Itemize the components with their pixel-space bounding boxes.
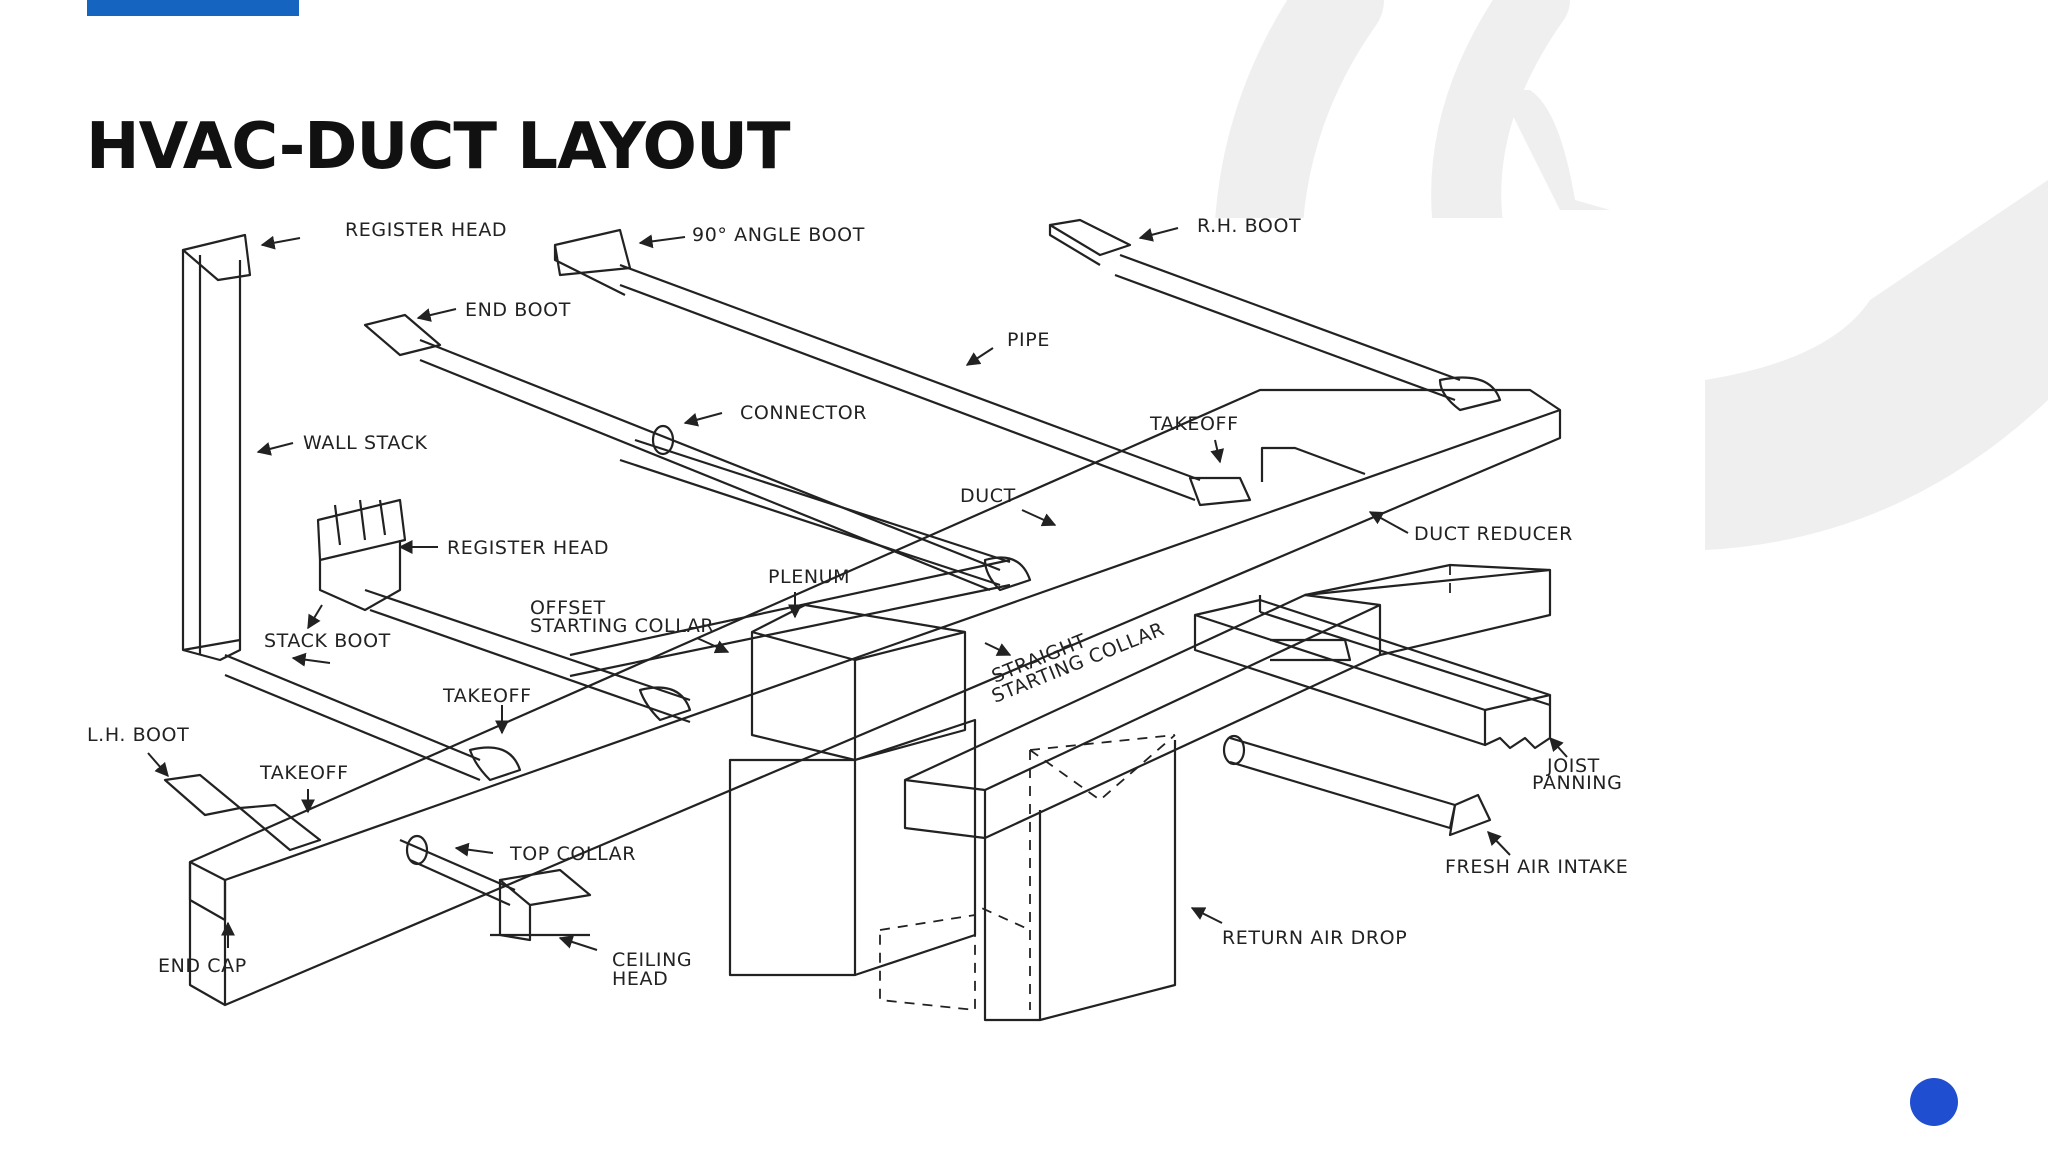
return-air-drop bbox=[903, 563, 1552, 1022]
plenum bbox=[728, 603, 977, 977]
takeoff-collars bbox=[405, 376, 1502, 866]
label-wall-stack: WALL STACK bbox=[303, 432, 428, 454]
label-ceiling-line2: HEAD bbox=[612, 968, 668, 990]
main-trunk-duct bbox=[188, 388, 1562, 1007]
label-takeoff-top: TAKEOFF bbox=[1149, 413, 1239, 435]
label-90-angle-boot: 90° ANGLE BOOT bbox=[692, 224, 865, 246]
slide-title: HVAC-DUCT LAYOUT bbox=[86, 110, 791, 184]
label-fresh-air-intake: FRESH AIR INTAKE bbox=[1445, 856, 1628, 878]
label-return-air-drop: RETURN AIR DROP bbox=[1222, 927, 1407, 949]
register-head-mid bbox=[316, 498, 407, 612]
label-end-boot: END BOOT bbox=[465, 299, 571, 321]
label-plenum: PLENUM bbox=[768, 566, 850, 588]
label-stack-boot: STACK BOOT bbox=[264, 630, 391, 652]
label-takeoff-mid: TAKEOFF bbox=[442, 685, 532, 707]
end-cap bbox=[188, 862, 227, 922]
pipes bbox=[224, 253, 1461, 907]
label-duct: DUCT bbox=[960, 485, 1016, 507]
fresh-air-intake bbox=[1222, 734, 1492, 837]
label-takeoff-low: TAKEOFF bbox=[259, 762, 349, 784]
label-register-head-mid: REGISTER HEAD bbox=[447, 537, 609, 559]
label-top-collar: TOP COLLAR bbox=[509, 843, 636, 865]
label-ceiling-line1: CEILING bbox=[612, 949, 692, 971]
accent-bar bbox=[87, 0, 299, 16]
label-pipe: PIPE bbox=[1007, 329, 1050, 351]
label-end-cap: END CAP bbox=[158, 955, 247, 977]
label-lh-boot: L.H. BOOT bbox=[87, 724, 189, 746]
label-register-head-top: REGISTER HEAD bbox=[345, 219, 507, 241]
label-offset-line2: STARTING COLLAR bbox=[530, 615, 714, 637]
label-rh-boot: R.H. BOOT bbox=[1197, 215, 1301, 237]
label-joist-line2: PANNING bbox=[1532, 772, 1622, 794]
label-connector: CONNECTOR bbox=[740, 402, 867, 424]
return-air-hidden-lines bbox=[879, 565, 1451, 1011]
joist-panning bbox=[1193, 595, 1552, 750]
label-offset-line1: OFFSET bbox=[530, 597, 606, 619]
wall-stack bbox=[181, 233, 252, 662]
leader-arrows bbox=[147, 227, 1568, 951]
label-joist-line1: JOIST bbox=[1546, 755, 1600, 777]
diagram-labels: REGISTER HEAD 90° ANGLE BOOT R.H. BOOT E… bbox=[87, 215, 1628, 990]
boots bbox=[163, 218, 1132, 942]
slide-nav-dot[interactable] bbox=[1910, 1078, 1958, 1126]
label-duct-reducer: DUCT REDUCER bbox=[1414, 523, 1573, 545]
